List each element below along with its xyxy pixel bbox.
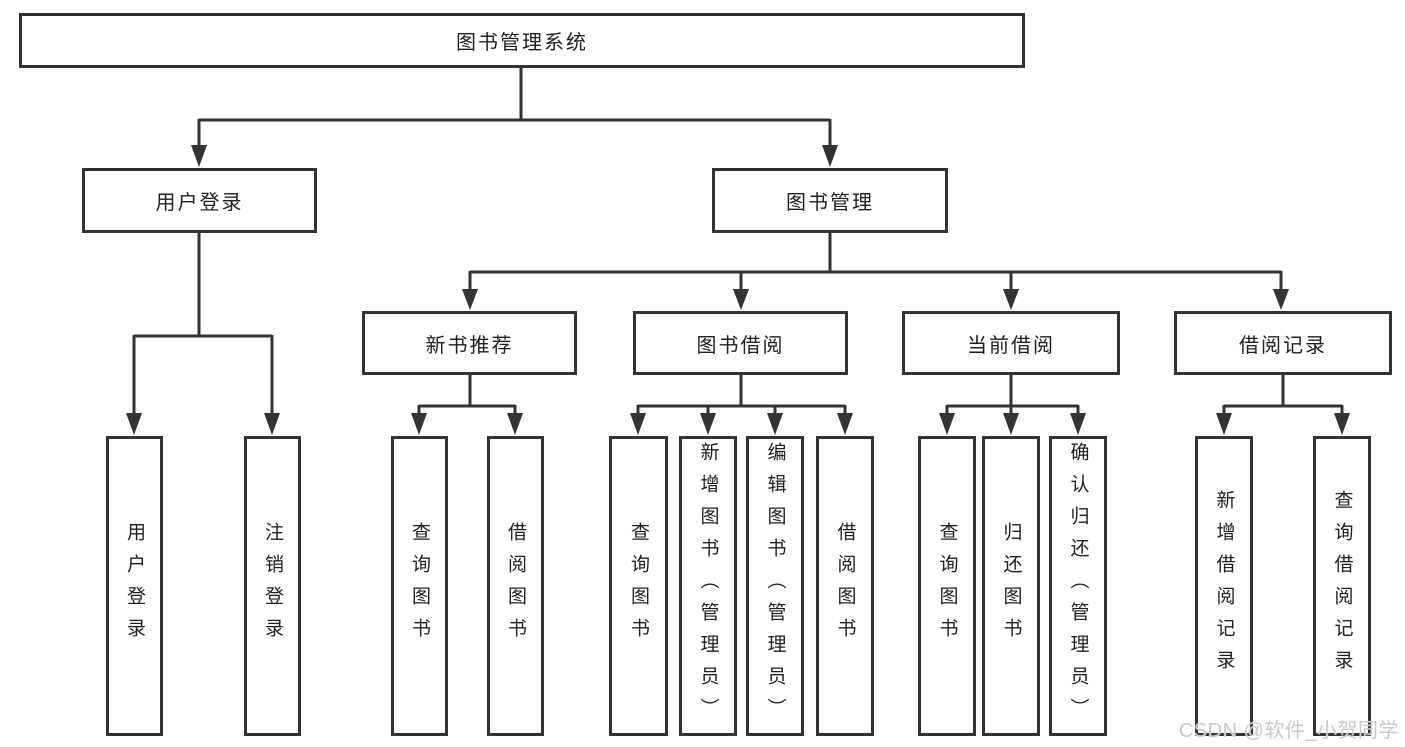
leaf-label: 查询图书 — [628, 522, 649, 650]
leaf-label: 注销登录 — [262, 522, 283, 650]
leaf-borrow-books: 借阅图书 — [816, 436, 874, 736]
node-new-book-recommend: 新书推荐 — [362, 311, 577, 375]
arrowhead-icons — [126, 145, 1350, 435]
node-book-management: 图书管理 — [712, 168, 948, 233]
csdn-watermark: CSDN @软件_小贺同学 — [1178, 720, 1399, 742]
node-label: 新书推荐 — [425, 334, 514, 357]
node-label: 用户登录 — [155, 192, 244, 214]
node-label: 图书借阅 — [696, 334, 785, 357]
leaf-query-books-current: 查询图书 — [918, 436, 976, 736]
leaf-edit-book-admin: 编辑图书（管理员） — [746, 436, 804, 736]
node-user-login: 用户登录 — [82, 168, 317, 233]
leaf-add-book-admin: 新增图书（管理员） — [679, 436, 737, 736]
leaf-return-book: 归还图书 — [982, 436, 1040, 736]
node-current-borrow: 当前借阅 — [902, 311, 1120, 375]
node-book-borrow: 图书借阅 — [633, 311, 848, 375]
leaf-label: 查询图书 — [409, 522, 430, 650]
leaf-label: 借阅图书 — [834, 522, 856, 650]
leaf-borrow-books-recommend: 借阅图书 — [487, 436, 544, 736]
leaf-label: 归还图书 — [1000, 522, 1022, 650]
node-label: 图书管理系统 — [456, 32, 588, 54]
node-library-management-system: 图书管理系统 — [19, 13, 1025, 68]
leaf-label: 编辑图书（管理员） — [764, 442, 786, 730]
leaf-user-login: 用户登录 — [106, 436, 163, 736]
leaf-label: 查询图书 — [936, 522, 958, 650]
leaf-query-books-borrow: 查询图书 — [609, 436, 668, 736]
leaf-label: 查询借阅记录 — [1331, 490, 1353, 682]
leaf-add-borrow-record: 新增借阅记录 — [1195, 436, 1253, 736]
leaf-query-books-recommend: 查询图书 — [391, 436, 448, 736]
leaf-label: 用户登录 — [124, 522, 145, 650]
node-label: 当前借阅 — [967, 334, 1055, 357]
leaf-logout: 注销登录 — [244, 436, 301, 736]
leaf-label: 确认归还（管理员） — [1067, 442, 1089, 730]
leaf-confirm-return-admin: 确认归还（管理员） — [1049, 436, 1107, 736]
leaf-query-borrow-record: 查询借阅记录 — [1313, 436, 1371, 736]
leaf-label: 新增借阅记录 — [1213, 490, 1235, 682]
node-borrow-records: 借阅记录 — [1174, 311, 1392, 375]
leaf-label: 借阅图书 — [505, 522, 526, 650]
node-label: 借阅记录 — [1239, 334, 1327, 357]
node-label: 图书管理 — [786, 192, 874, 214]
leaf-label: 新增图书（管理员） — [697, 442, 719, 730]
